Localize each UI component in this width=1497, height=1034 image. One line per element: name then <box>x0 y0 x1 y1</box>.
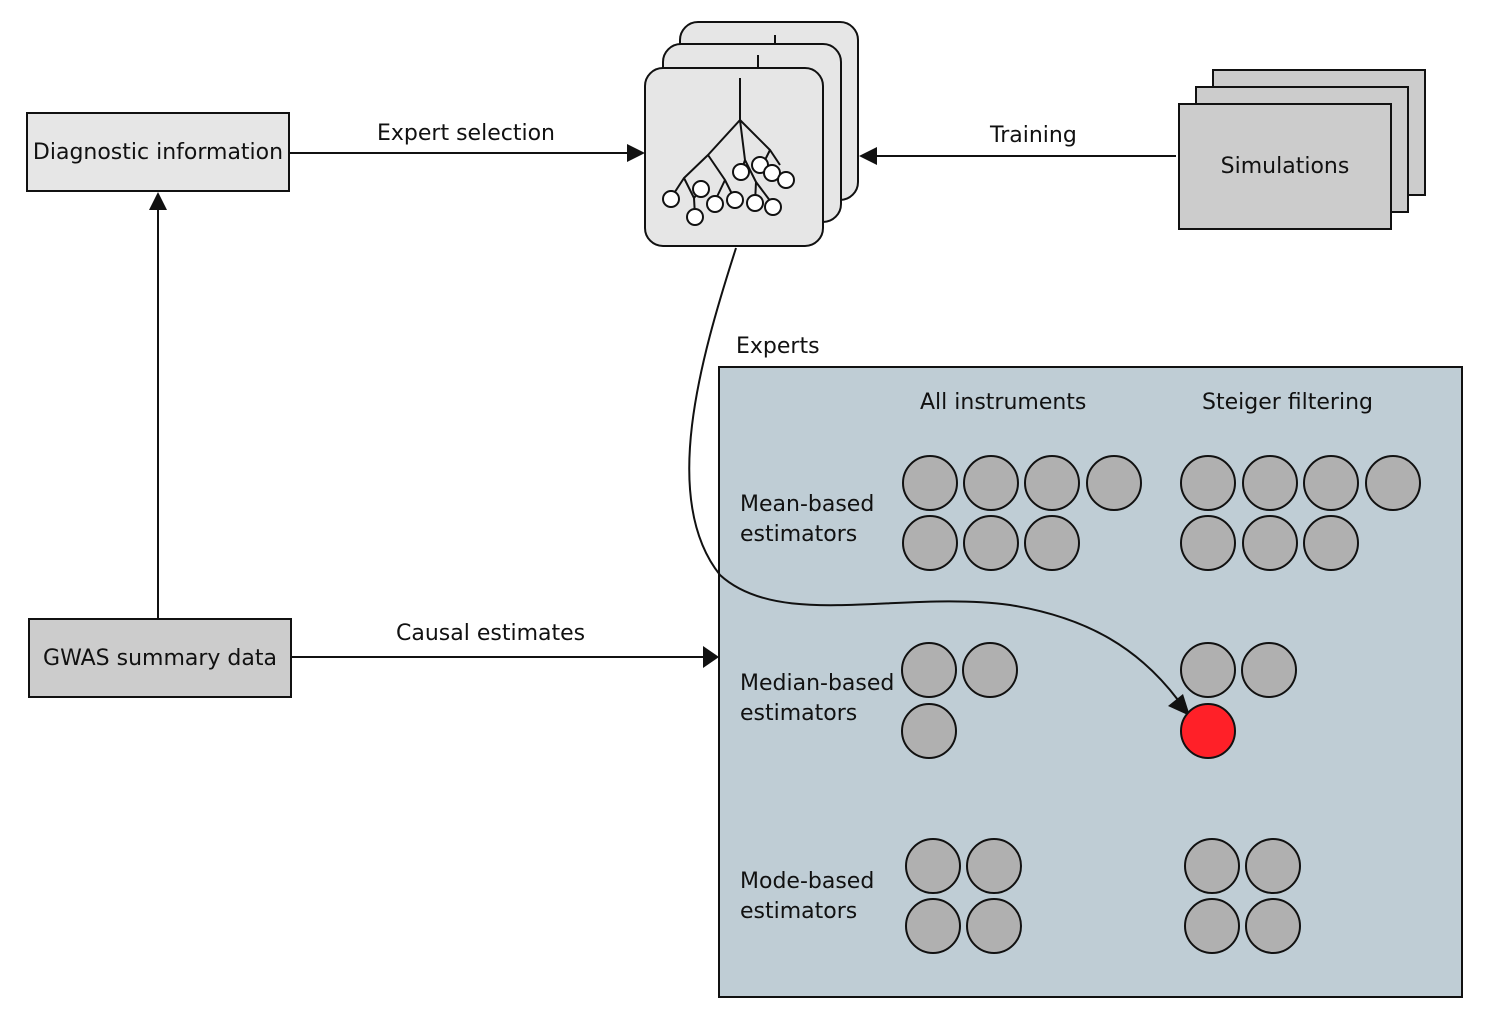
row-label-line: estimators <box>740 522 858 547</box>
simulations-label: Simulations <box>1220 154 1350 179</box>
simulations-box: Simulations <box>1178 103 1392 230</box>
row-label-line: Median-based <box>740 671 895 696</box>
estimator-circle <box>1245 898 1301 954</box>
estimator-circle <box>1184 838 1240 894</box>
estimator-circle <box>1303 515 1359 571</box>
estimator-circle <box>1245 838 1301 894</box>
estimators-median-all <box>901 642 1018 759</box>
column-header-steiger-filtering: Steiger filtering <box>1202 390 1373 415</box>
row-label-line: Mode-based <box>740 869 875 894</box>
row-label-line: estimators <box>740 899 858 924</box>
estimator-circle <box>1180 455 1236 511</box>
training-label: Training <box>990 123 1077 148</box>
estimator-circle <box>905 898 961 954</box>
causal-estimates-label: Causal estimates <box>396 621 586 646</box>
estimator-circle <box>963 455 1019 511</box>
estimator-circle <box>966 898 1022 954</box>
estimators-mean-steiger <box>1180 455 1421 571</box>
estimators-median-steiger <box>1180 642 1297 759</box>
diagnostic-information-label: Diagnostic information <box>32 139 284 165</box>
estimator-circle <box>1184 898 1240 954</box>
tree-leaf-nodes <box>662 156 795 226</box>
selection-curve <box>688 247 1179 701</box>
arrowhead <box>703 646 719 668</box>
estimator-circle <box>1024 515 1080 571</box>
estimator-circle <box>963 515 1019 571</box>
estimator-circle <box>1086 455 1142 511</box>
estimators-mean-all <box>902 455 1142 571</box>
row-label-median-based: Median-based estimators <box>740 669 894 729</box>
row-label-line: estimators <box>740 701 858 726</box>
estimator-circle <box>1242 515 1298 571</box>
experts-title: Experts <box>736 334 820 359</box>
estimator-circle <box>1024 455 1080 511</box>
estimator-circle <box>901 642 957 698</box>
selection-arrowhead <box>1168 694 1190 716</box>
estimator-circle <box>902 455 958 511</box>
estimator-circle <box>966 838 1022 894</box>
gwas-summary-data-label: GWAS summary data <box>43 645 277 671</box>
arrowhead <box>149 192 167 210</box>
estimator-circle <box>905 838 961 894</box>
estimators-mode-all <box>905 838 1022 954</box>
estimator-circle <box>1365 455 1421 511</box>
estimator-circle <box>962 642 1018 698</box>
estimator-circle <box>901 703 957 759</box>
estimator-circle <box>1180 642 1236 698</box>
estimator-circle <box>902 515 958 571</box>
estimator-circle <box>1241 642 1297 698</box>
diagnostic-information-box: Diagnostic information <box>26 112 290 192</box>
arrowhead <box>859 147 877 165</box>
expert-selection-label: Expert selection <box>377 121 555 146</box>
gwas-summary-data-box: GWAS summary data <box>28 618 292 698</box>
estimator-circle <box>1180 515 1236 571</box>
estimator-circle <box>1242 455 1298 511</box>
decision-tree-stack <box>644 21 859 247</box>
row-label-mean-based: Mean-based estimators <box>740 490 874 550</box>
arrowhead <box>627 144 645 162</box>
estimator-circle <box>1303 455 1359 511</box>
estimators-mode-steiger <box>1184 838 1301 954</box>
row-label-line: Mean-based <box>740 492 875 517</box>
column-header-all-instruments: All instruments <box>920 390 1087 415</box>
selected-estimator-circle <box>1180 703 1236 759</box>
row-label-mode-based: Mode-based estimators <box>740 867 874 927</box>
